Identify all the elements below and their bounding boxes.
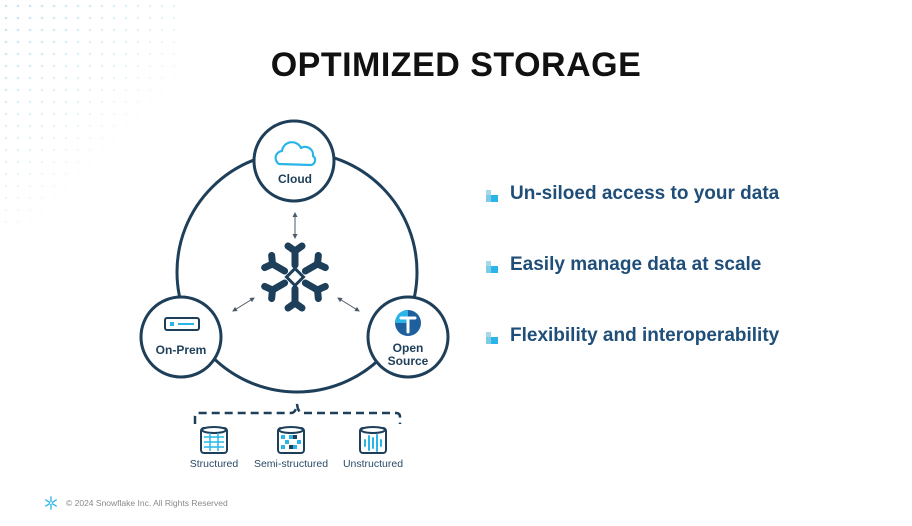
feature-item: Un-siloed access to your data: [486, 182, 779, 253]
feature-item: Easily manage data at scale: [486, 253, 779, 324]
open-source-label-line1: Open: [393, 341, 424, 355]
feature-item: Flexibility and interoperability: [486, 324, 779, 395]
bullet-square-icon: [486, 332, 498, 344]
open-source-node: Open Source: [366, 295, 450, 379]
server-icon: [164, 317, 200, 331]
bullet-square-icon: [486, 190, 498, 202]
arrow-open-source: [337, 297, 360, 312]
database-icon: [200, 426, 228, 454]
cloud-icon: [274, 141, 317, 167]
open-source-icon: [395, 310, 421, 336]
on-prem-node: On-Prem: [139, 295, 223, 379]
data-type-label-unstructured: Unstructured: [343, 458, 403, 470]
feature-text: Un-siloed access to your data: [510, 183, 780, 204]
dot-pattern-decoration: [0, 0, 180, 230]
snowflake-icon: [261, 242, 329, 312]
bullet-square-icon: [486, 261, 498, 273]
feature-list: Un-siloed access to your data Easily man…: [486, 182, 779, 395]
data-type-label-semi-structured: Semi-structured: [254, 458, 328, 470]
arrow-on-prem: [232, 297, 255, 312]
data-type-label-structured: Structured: [190, 458, 239, 470]
audio-file-icon: [359, 426, 387, 454]
on-prem-label: On-Prem: [156, 343, 207, 357]
feature-text: Easily manage data at scale: [510, 254, 762, 275]
open-source-label-line2: Source: [388, 354, 429, 368]
feature-text: Flexibility and interoperability: [510, 325, 780, 346]
cloud-label: Cloud: [278, 172, 312, 186]
slide-title: OPTIMIZED STORAGE: [270, 46, 642, 84]
semi-structured-icon: [277, 426, 305, 454]
data-types-bracket: [193, 403, 402, 424]
snowflake-logo-small-icon: [45, 496, 57, 510]
cloud-node: Cloud: [252, 119, 336, 203]
copyright-text: © 2024 Snowflake Inc. All Rights Reserve…: [66, 498, 228, 508]
footer: © 2024 Snowflake Inc. All Rights Reserve…: [44, 496, 228, 510]
